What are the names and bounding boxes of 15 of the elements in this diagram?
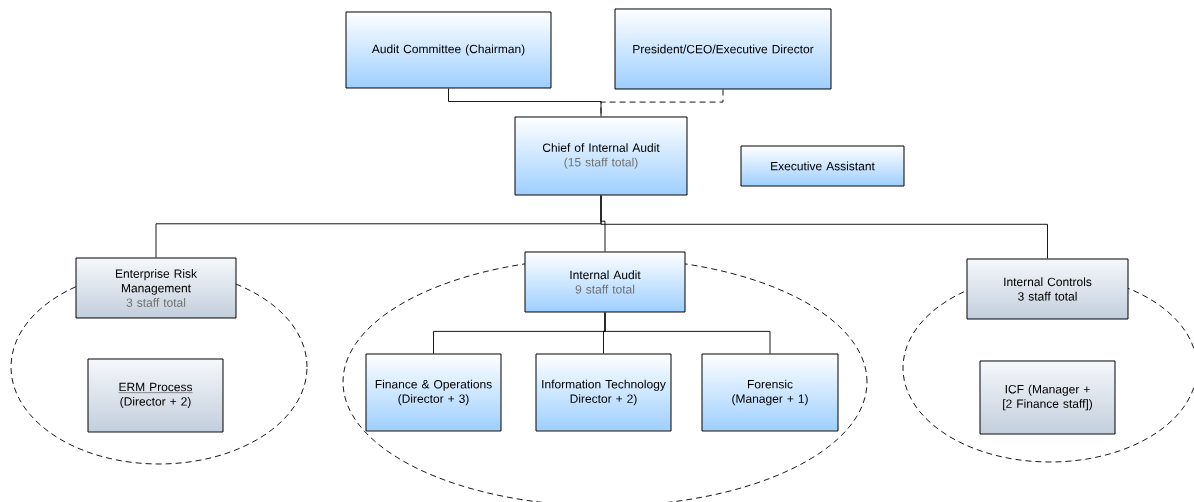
connector (448, 88, 602, 117)
team-box: ERM Process (Director + 2) (87, 358, 224, 433)
department-box: Internal Audit 9 staff total (524, 251, 686, 313)
team-box: ICF (Manager + [2 Finance staff]) (979, 360, 1116, 435)
team-box: Forensic (Manager + 1) (701, 353, 839, 432)
position-box: President/CEO/Executive Director (614, 8, 832, 90)
connector (600, 195, 1048, 259)
position-box: Executive Assistant (740, 145, 905, 187)
team-box: Finance & Operations (Director + 3) (365, 353, 502, 432)
department-box: Internal Controls 3 staff total (966, 258, 1129, 320)
position-box: Audit Committee (Chairman) (345, 11, 552, 89)
position-box: Chief of Internal Audit (15 staff total) (514, 116, 688, 196)
team-box: Information Technology Director + 2) (535, 353, 672, 432)
department-box: Enterprise Risk Management 3 staff total (75, 257, 237, 319)
connector (604, 312, 771, 354)
